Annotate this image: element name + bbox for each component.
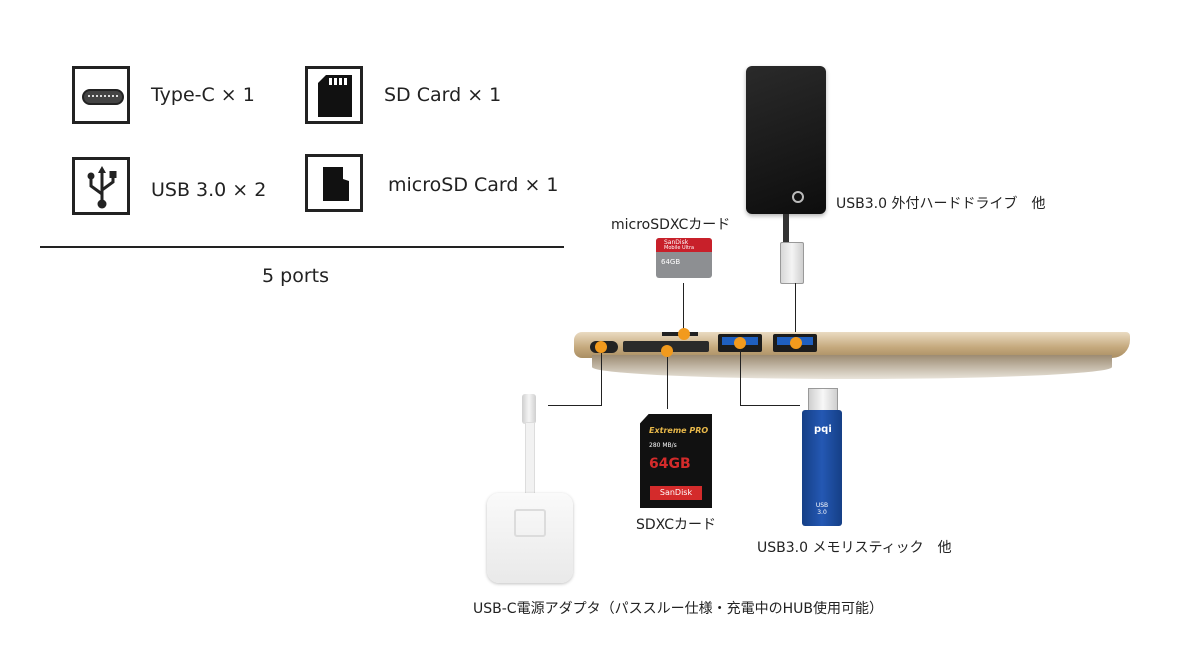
connector-hdd [795, 283, 796, 341]
microsd-card-icon [323, 167, 349, 201]
caption-memory: USB3.0 メモリスティック 他 [757, 540, 952, 556]
port-label-usb: USB 3.0 × 2 [151, 179, 267, 201]
usb-c-plug [522, 394, 536, 424]
microsd-line: Mobile Ultra [664, 245, 695, 251]
caption-adapter: USB-C電源アダプタ（パススルー仕様・充電中のHUB使用可能） [473, 601, 883, 617]
hdd-cable [783, 214, 789, 250]
microsd-card: SanDisk Mobile Ultra 64GB [656, 238, 712, 278]
marker-microsd [678, 328, 690, 340]
usb-symbol-icon [87, 166, 117, 209]
connector-type-c-h [548, 405, 602, 406]
caption-microsd: microSDXCカード [611, 217, 731, 233]
usb-memory-stick: pqi USB 3.0 [802, 410, 842, 526]
sd-card: Extreme PRO 280 MB/s 64GB SanDisk [640, 414, 712, 508]
port-label-sd-card: SD Card × 1 [384, 84, 502, 106]
usb-c-port-icon [82, 89, 124, 105]
sd-card-capacity: 64GB [649, 456, 691, 472]
usb-c-power-adapter [487, 493, 573, 583]
sd-card-speed: 280 MB/s [649, 442, 677, 449]
port-label-microsd: microSD Card × 1 [388, 174, 559, 196]
usb-stick-brand: pqi [814, 424, 832, 435]
caption-sdxc: SDXCカード [636, 517, 717, 533]
marker-type-c [595, 341, 607, 353]
sd-card-port-tile [305, 66, 363, 124]
usb-port-tile [72, 157, 130, 215]
usb-stick-connector [808, 388, 838, 412]
connector-usb-h [740, 405, 800, 406]
connector-type-c-v [601, 353, 602, 405]
caption-hdd: USB3.0 外付ハードドライブ 他 [836, 196, 1046, 212]
usb-stick-spec: USB 3.0 [815, 502, 829, 516]
connector-microsd [683, 283, 684, 333]
marker-usb-1 [734, 337, 746, 349]
microsd-port-tile [305, 154, 363, 212]
port-label-type-c: Type-C × 1 [151, 84, 255, 106]
marker-sd [661, 345, 673, 357]
sd-card-icon [318, 75, 352, 117]
connector-usb-v [740, 349, 741, 405]
ports-summary: 5 ports [262, 265, 329, 287]
adapter-cable [525, 422, 535, 502]
sd-card-brand: SanDisk [650, 486, 702, 500]
divider [40, 246, 564, 248]
marker-usb-2 [790, 337, 802, 349]
connector-sd [667, 357, 668, 409]
microsd-capacity: 64GB [661, 258, 681, 266]
usb-a-plug [780, 242, 804, 284]
usb-c-port-tile [72, 66, 130, 124]
sd-card-line: Extreme PRO [649, 426, 709, 435]
external-hdd [746, 66, 826, 214]
laptop-base [592, 355, 1112, 379]
hdd-logo-icon [792, 191, 804, 203]
microsd-brand: SanDisk [664, 239, 689, 246]
